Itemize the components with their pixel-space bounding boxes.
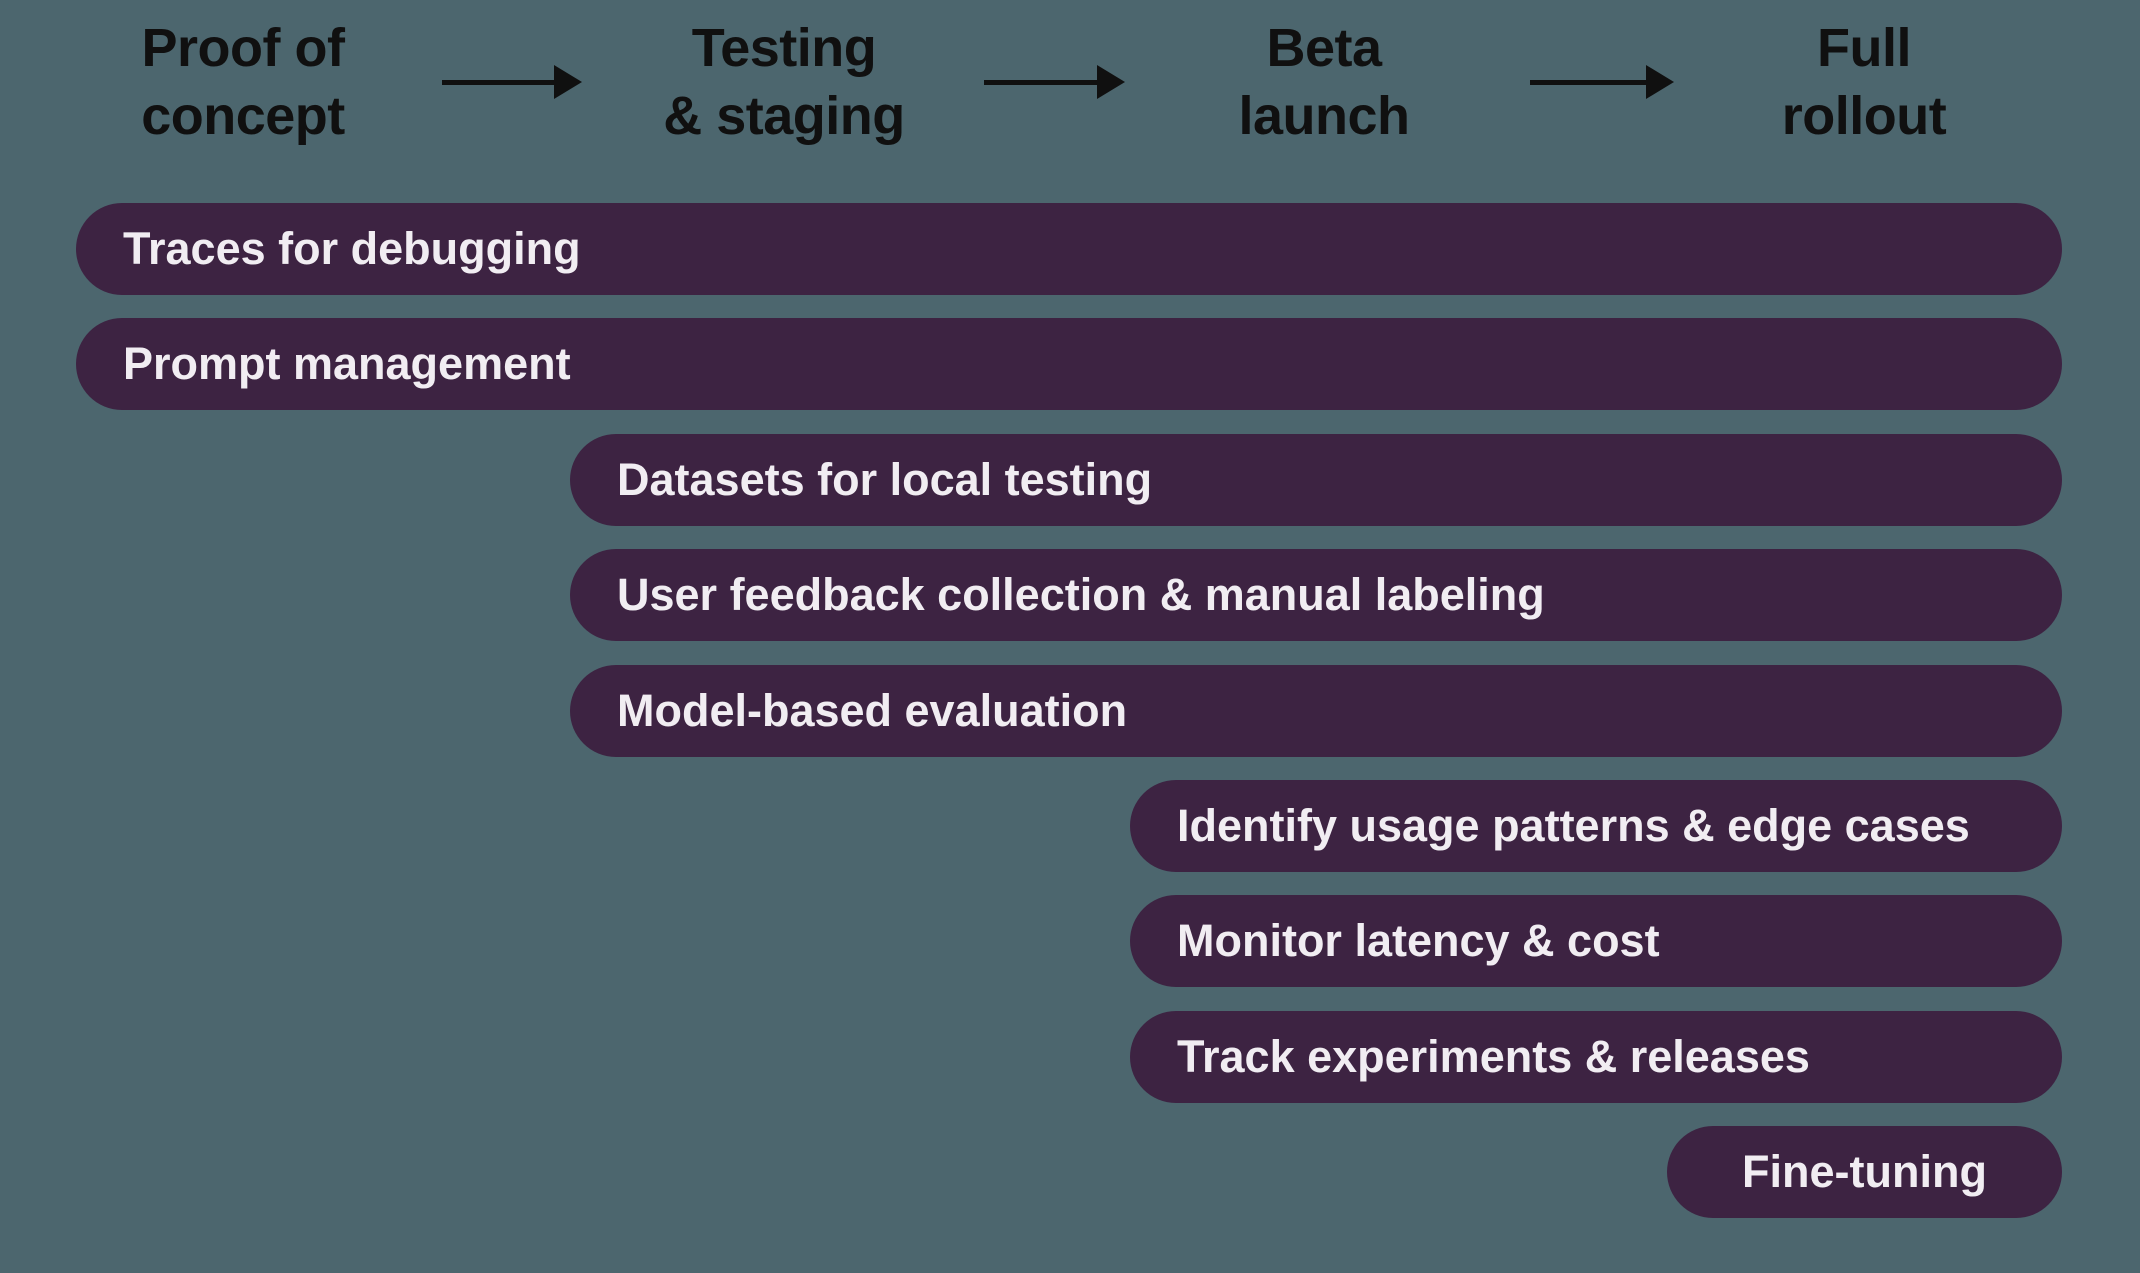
stage-label-line: rollout — [1781, 86, 1947, 146]
bar-traces-for-debugging: Traces for debugging — [76, 203, 2062, 295]
bar-model-based-evaluation: Model-based evaluation — [570, 665, 2062, 757]
arrow-shaft — [442, 80, 558, 85]
stage-label-line: launch — [1238, 86, 1410, 146]
stage-proof-of-concept: Proof of concept — [43, 14, 443, 150]
bar-monitor-latency-cost: Monitor latency & cost — [1130, 895, 2062, 987]
arrow-head — [1097, 65, 1125, 99]
stage-label-line: concept — [141, 86, 345, 146]
flow-arrow-icon — [1530, 64, 1674, 100]
stage-label-line: Testing — [691, 18, 877, 78]
stage-label-line: Proof of — [141, 18, 345, 78]
bar-identify-usage-patterns: Identify usage patterns & edge cases — [1130, 780, 2062, 872]
stage-label-line: & staging — [663, 86, 905, 146]
stage-testing-staging: Testing & staging — [584, 14, 984, 150]
arrow-shaft — [984, 80, 1101, 85]
flow-arrow-icon — [442, 64, 582, 100]
arrow-shaft — [1530, 80, 1650, 85]
arrow-head — [554, 65, 582, 99]
bar-datasets-for-local-testing: Datasets for local testing — [570, 434, 2062, 526]
stage-label-line: Beta — [1266, 18, 1382, 78]
arrow-head — [1646, 65, 1674, 99]
flow-arrow-icon — [984, 64, 1125, 100]
stage-label-line: Full — [1817, 18, 1911, 78]
bar-prompt-management: Prompt management — [76, 318, 2062, 410]
bar-user-feedback-collection: User feedback collection & manual labeli… — [570, 549, 2062, 641]
bar-fine-tuning: Fine-tuning — [1667, 1126, 2062, 1218]
stage-beta-launch: Beta launch — [1124, 14, 1524, 150]
bar-track-experiments-releases: Track experiments & releases — [1130, 1011, 2062, 1103]
stage-full-rollout: Full rollout — [1664, 14, 2064, 150]
